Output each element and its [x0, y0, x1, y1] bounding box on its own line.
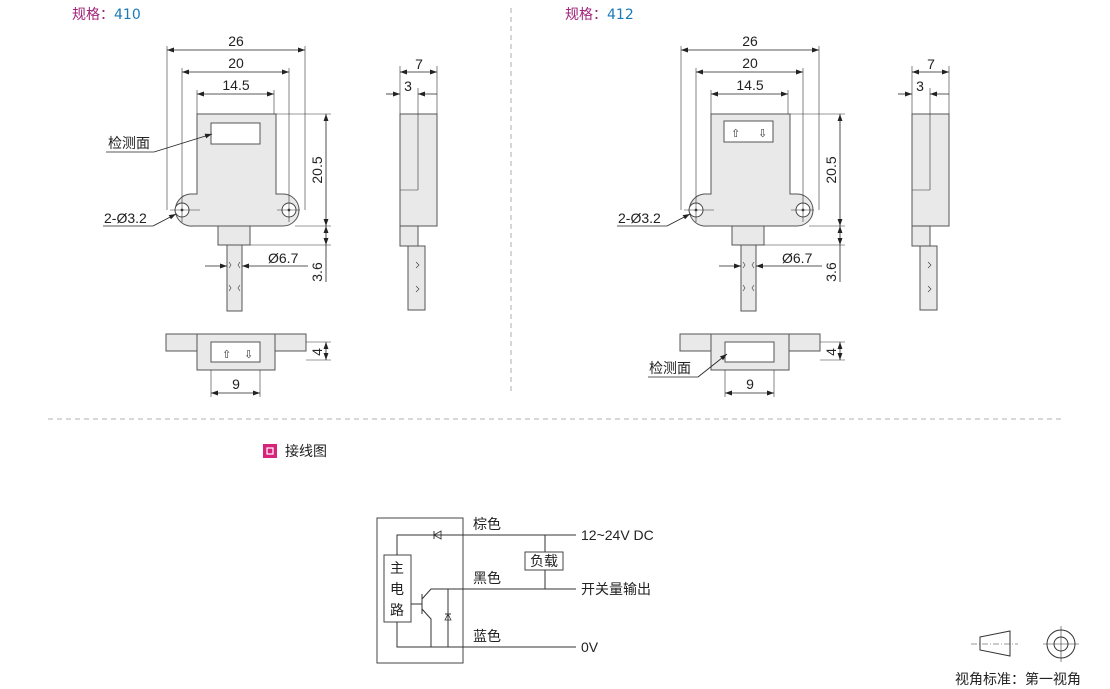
dim-3-410: 3	[404, 78, 412, 94]
spec-label-412: 规格：412	[565, 7, 634, 23]
label-holes-410: 2-Ø3.2	[104, 210, 147, 226]
wire-blue-label: 蓝色	[473, 628, 501, 645]
wiring-diagram: 主 电 路 负载 棕色 黑色 蓝色 12~24V DC 开关量输出 0V	[376, 516, 654, 664]
wire-brown-label: 棕色	[473, 516, 501, 533]
model-412-side-view: 7 3	[898, 56, 950, 311]
main-circuit-label-2: 电	[390, 582, 404, 598]
dim-7-410: 7	[415, 56, 423, 72]
section-bullet-icon	[263, 444, 277, 458]
dim-4-412: 4	[823, 348, 839, 356]
detect-window-412	[723, 120, 774, 143]
label-detect-face-410: 检测面	[108, 136, 150, 152]
supply-label: 12~24V DC	[581, 527, 654, 543]
arrow-up-icon: ⇧	[222, 348, 231, 361]
ground-label: 0V	[581, 639, 599, 655]
model-410-bottom-view: ⇧ ⇩ 4 9	[165, 333, 331, 397]
spec-label-410: 规格：410	[72, 7, 141, 23]
wiring-title: 接线图	[285, 443, 327, 460]
detect-window-410-bottom	[210, 341, 261, 363]
dim-9-412: 9	[746, 376, 754, 392]
detect-window-412-bottom	[724, 341, 775, 363]
wiring-section-heading: 接线图	[263, 443, 327, 460]
dim-14-5: 14.5	[736, 77, 763, 93]
main-circuit-label-1: 主	[390, 561, 404, 577]
label-detect-face-412: 检测面	[649, 361, 691, 377]
dim-20: 20	[228, 55, 244, 71]
dim-20: 20	[742, 55, 758, 71]
dim-dia-6-7: Ø6.7	[782, 250, 813, 266]
dim-3-412: 3	[916, 78, 924, 94]
dim-dia-6-7: Ø6.7	[268, 250, 299, 266]
model-412-bottom-view: 4 9 检测面	[648, 333, 845, 397]
main-circuit-label-3: 路	[390, 603, 404, 619]
detect-window-410	[210, 122, 261, 145]
first-angle-projection-icon	[971, 626, 1079, 662]
wire-black-label: 黑色	[473, 570, 501, 587]
dim-7-412: 7	[927, 56, 935, 72]
dim-4-410: 4	[309, 348, 325, 356]
dim-9-410: 9	[232, 376, 240, 392]
output-label: 开关量输出	[581, 582, 651, 598]
dim-20-5: 20.5	[823, 156, 839, 183]
load-box	[524, 551, 564, 571]
dim-3-6: 3.6	[309, 262, 325, 282]
view-standard-label: 视角标准：第一视角	[955, 671, 1081, 688]
dim-26: 26	[742, 33, 758, 49]
arrow-down-icon: ⇩	[244, 348, 253, 361]
dim-3-6: 3.6	[823, 262, 839, 282]
model-410-front-view: 26 20 14.5 20.5 3.6 Ø6.7 2-Ø3.2 检测面	[103, 33, 331, 312]
model-412-front-view: ⇧ ⇩ 26 20 14.5 20.5 3.6 Ø6	[617, 33, 845, 312]
dim-20-5: 20.5	[309, 156, 325, 183]
arrow-down-icon: ⇩	[758, 127, 767, 140]
arrow-up-icon: ⇧	[731, 127, 740, 140]
label-holes-412: 2-Ø3.2	[618, 210, 661, 226]
dim-14-5: 14.5	[222, 77, 249, 93]
model-410-side-view: 7 3	[386, 56, 438, 311]
load-label: 负载	[530, 554, 558, 570]
diode-icon	[433, 530, 442, 540]
dim-26: 26	[228, 33, 244, 49]
